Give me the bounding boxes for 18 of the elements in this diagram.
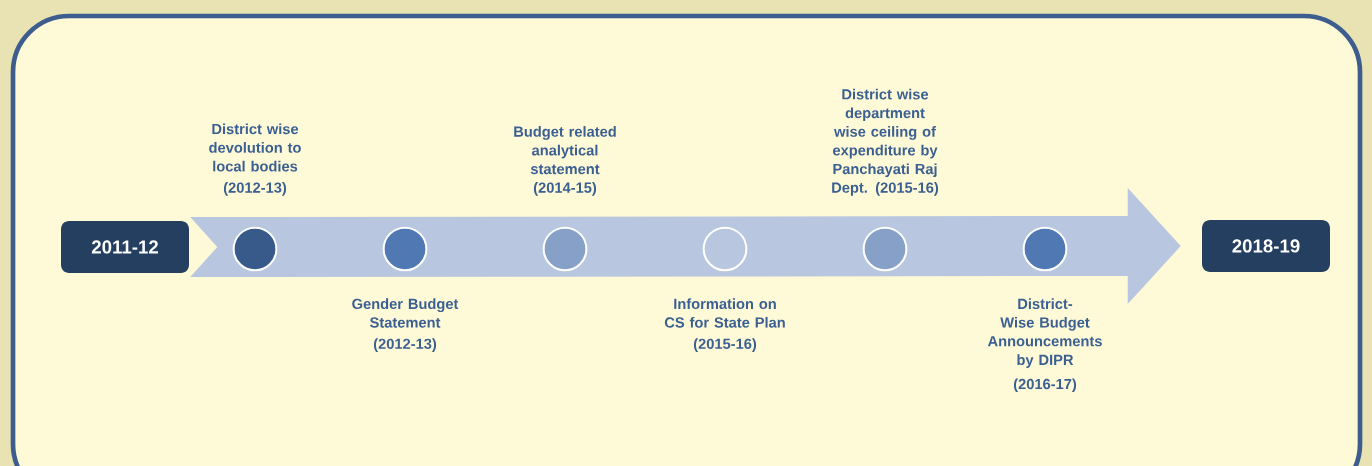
event-label: (2015-16) — [693, 338, 757, 352]
timeline-dot — [1022, 226, 1068, 272]
event-label: District-Wise Budget Announcements by DIPR — [987, 298, 1102, 368]
timeline-dot — [862, 226, 908, 272]
event-label: District wise department wise ceiling of expenditure by Panchayati Raj Dept. (2015-16) — [832, 88, 939, 196]
event-label: Budget related analytical statement (2014-15) — [514, 126, 616, 196]
timeline-dot — [702, 226, 748, 272]
event-label: (2012-13) — [223, 182, 287, 196]
year-box: 2018-19 — [1202, 220, 1330, 272]
timeline-dot — [232, 226, 278, 272]
event-label: District wise devolution to local bodies — [209, 123, 301, 172]
event-label: Gender Budget Statement — [352, 298, 459, 328]
event-label: (2016-17) — [1013, 378, 1077, 393]
timeline-dot — [382, 226, 428, 272]
timeline-dot — [542, 226, 588, 272]
year-box: 2011-12 — [61, 221, 189, 273]
event-label: Information on CS for State Plan — [664, 298, 785, 328]
event-label: (2012-13) — [373, 338, 437, 352]
